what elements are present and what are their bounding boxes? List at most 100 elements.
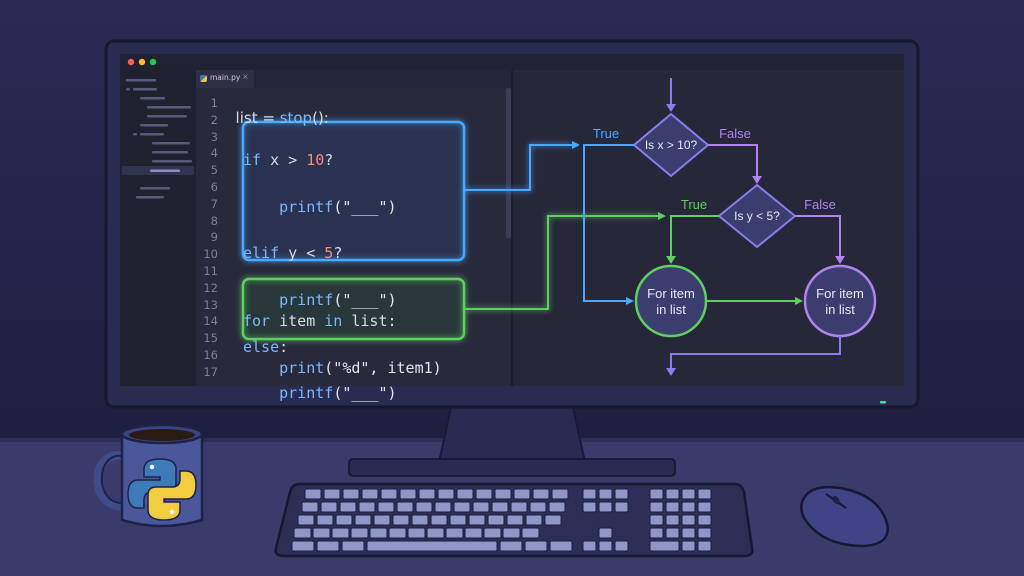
keyboard-key[interactable] xyxy=(681,488,696,500)
keyboard-key[interactable] xyxy=(491,501,509,513)
keyboard-key[interactable] xyxy=(456,488,474,500)
keyboard-key[interactable] xyxy=(358,501,376,513)
keyboard-key[interactable] xyxy=(649,527,664,539)
keyboard-key[interactable] xyxy=(510,501,528,513)
mouse[interactable] xyxy=(800,485,889,548)
keyboard-key[interactable] xyxy=(411,514,429,526)
keyboard-key[interactable] xyxy=(354,514,372,526)
keyboard-key[interactable] xyxy=(293,527,312,539)
keyboard-key[interactable] xyxy=(430,514,448,526)
tab-main-py[interactable]: main.py × xyxy=(196,70,255,88)
keyboard-key[interactable] xyxy=(304,488,322,500)
keyboard-key[interactable] xyxy=(415,501,433,513)
keyboard-key[interactable] xyxy=(468,514,486,526)
keyboard-key[interactable] xyxy=(369,527,388,539)
keyboard-key[interactable] xyxy=(453,501,471,513)
keyboard-key[interactable] xyxy=(483,527,502,539)
keyboard-key[interactable] xyxy=(342,488,360,500)
keyboard-key[interactable] xyxy=(434,501,452,513)
minimize-dot-icon[interactable] xyxy=(138,58,146,66)
keyboard-key[interactable] xyxy=(377,501,395,513)
keyboard-key[interactable] xyxy=(549,540,573,552)
keyboard-key[interactable] xyxy=(598,527,613,539)
keyboard-key[interactable] xyxy=(681,527,696,539)
keyboard-key[interactable] xyxy=(697,514,712,526)
keyboard-key[interactable] xyxy=(529,501,547,513)
keyboard-key[interactable] xyxy=(464,527,483,539)
keyboard-key[interactable] xyxy=(532,488,550,500)
keyboard-key[interactable] xyxy=(665,501,680,513)
keyboard-key[interactable] xyxy=(499,540,523,552)
keyboard-key[interactable] xyxy=(649,514,664,526)
keyboard-key[interactable] xyxy=(582,488,597,500)
keyboard-key[interactable] xyxy=(582,501,597,513)
keyboard-key[interactable] xyxy=(316,514,334,526)
keyboard-key[interactable] xyxy=(665,527,680,539)
keyboard-key[interactable] xyxy=(665,514,680,526)
keyboard-key[interactable] xyxy=(361,488,379,500)
keyboard-key[interactable] xyxy=(502,527,521,539)
if-elif-else-block[interactable]: if x > 10? printf("___") elif y < 5? pri… xyxy=(243,126,397,429)
code-line-1[interactable]: list = stop(): xyxy=(226,93,329,127)
keyboard-key[interactable] xyxy=(341,540,365,552)
keyboard-key[interactable] xyxy=(582,540,597,552)
keyboard-key[interactable] xyxy=(614,488,629,500)
keyboard-key[interactable] xyxy=(445,527,464,539)
keyboard-key[interactable] xyxy=(373,514,391,526)
keyboard-key[interactable] xyxy=(506,514,524,526)
keyboard-key[interactable] xyxy=(437,488,455,500)
keyboard-key[interactable] xyxy=(697,488,712,500)
keyboard-key[interactable] xyxy=(316,540,340,552)
keyboard-key[interactable] xyxy=(335,514,353,526)
keyboard-key[interactable] xyxy=(426,527,445,539)
keyboard-key[interactable] xyxy=(297,514,315,526)
keyboard-key[interactable] xyxy=(487,514,505,526)
maximize-dot-icon[interactable] xyxy=(149,58,157,66)
close-dot-icon[interactable] xyxy=(127,58,135,66)
keyboard-key[interactable] xyxy=(418,488,436,500)
keyboard-key[interactable] xyxy=(407,527,426,539)
keyboard-key[interactable] xyxy=(472,501,490,513)
keyboard-key[interactable] xyxy=(598,501,613,513)
keyboard-key[interactable] xyxy=(697,501,712,513)
tab-close-icon[interactable]: × xyxy=(242,72,249,81)
keyboard-key[interactable] xyxy=(323,488,341,500)
keyboard-key[interactable] xyxy=(380,488,398,500)
for-loop-block[interactable]: for item in list: print("%d", item1) xyxy=(243,287,442,403)
keyboard-key[interactable] xyxy=(525,514,543,526)
editor-scrollbar[interactable] xyxy=(506,88,511,238)
keyboard-key[interactable] xyxy=(399,488,417,500)
keyboard-key[interactable] xyxy=(551,488,569,500)
keyboard-key[interactable] xyxy=(388,527,407,539)
keyboard-key[interactable] xyxy=(521,527,540,539)
keyboard-key[interactable] xyxy=(649,488,664,500)
keyboard-key[interactable] xyxy=(548,501,566,513)
keyboard-key[interactable] xyxy=(598,488,613,500)
keyboard-key[interactable] xyxy=(449,514,467,526)
keyboard-key[interactable] xyxy=(475,488,493,500)
keyboard-key[interactable] xyxy=(681,540,696,552)
keyboard-key[interactable] xyxy=(649,501,664,513)
keyboard-keys[interactable] xyxy=(291,488,712,552)
keyboard-key[interactable] xyxy=(544,514,562,526)
keyboard-key[interactable] xyxy=(301,501,319,513)
keyboard-key[interactable] xyxy=(366,540,498,552)
keyboard-key[interactable] xyxy=(681,514,696,526)
keyboard-key[interactable] xyxy=(697,527,712,539)
keyboard-key[interactable] xyxy=(614,501,629,513)
keyboard-key[interactable] xyxy=(598,540,613,552)
keyboard-key[interactable] xyxy=(312,527,331,539)
keyboard-key[interactable] xyxy=(339,501,357,513)
keyboard-key[interactable] xyxy=(494,488,512,500)
keyboard-key[interactable] xyxy=(331,527,350,539)
keyboard-key[interactable] xyxy=(396,501,414,513)
keyboard-key[interactable] xyxy=(665,488,680,500)
keyboard-key[interactable] xyxy=(320,501,338,513)
keyboard-key[interactable] xyxy=(614,540,629,552)
keyboard-key[interactable] xyxy=(649,540,680,552)
keyboard-key[interactable] xyxy=(697,540,712,552)
keyboard-key[interactable] xyxy=(681,501,696,513)
keyboard-key[interactable] xyxy=(392,514,410,526)
keyboard-key[interactable] xyxy=(513,488,531,500)
keyboard-key[interactable] xyxy=(291,540,315,552)
